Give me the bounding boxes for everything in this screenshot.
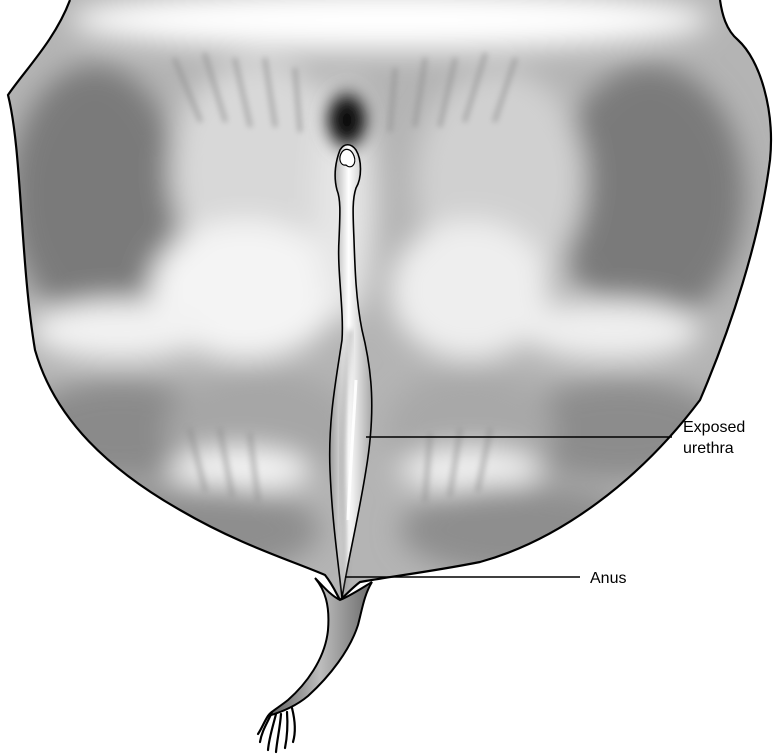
anus-label: Anus: [590, 570, 626, 587]
tail: [258, 578, 372, 752]
urethra-label-line2: urethra: [683, 440, 734, 457]
body-region: [0, 0, 783, 620]
tail-tip: [258, 708, 295, 752]
urethra-label-line1: Exposed: [683, 419, 745, 436]
